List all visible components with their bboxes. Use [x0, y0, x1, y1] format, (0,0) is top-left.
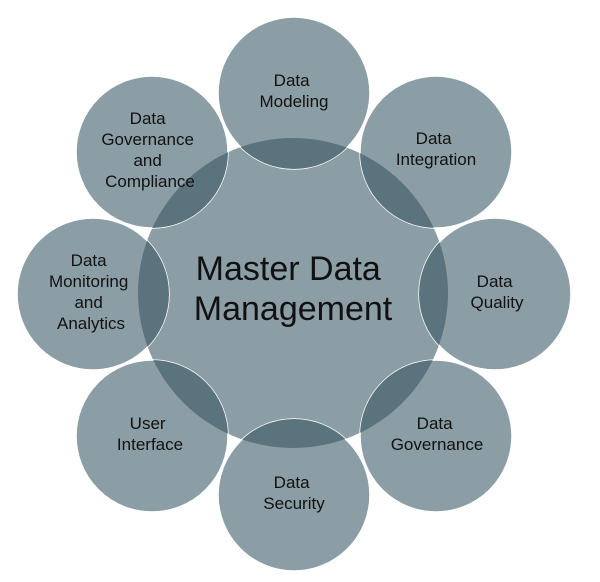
node-label-line: Data [477, 272, 513, 291]
node-label-line: Monitoring [49, 272, 128, 291]
node-label-data-governance-and-compliance: Data Governance and Compliance [101, 109, 198, 191]
center-label-line: Master Data [196, 250, 381, 288]
center-label: Master Data Management [194, 250, 393, 328]
node-label-line: Data [130, 109, 166, 128]
node-label-line: Interface [117, 435, 183, 454]
node-label-line: Quality [471, 293, 524, 312]
node-label-data-monitoring-and-analytics: Data Monitoring and Analytics [49, 251, 133, 333]
center-circle [138, 138, 448, 448]
node-label-line: Data [416, 129, 452, 148]
node-label-data-modeling: Data Modeling [260, 71, 329, 111]
node-label-line: Data [71, 251, 107, 270]
node-label-line: Governance [101, 130, 194, 149]
node-label-data-security: Data Security [263, 473, 325, 513]
node-label-line: Modeling [260, 92, 329, 111]
node-label-line: Integration [396, 150, 476, 169]
node-label-data-quality: Data Quality [471, 272, 524, 312]
node-label-line: Security [263, 494, 325, 513]
node-label-line: Governance [391, 435, 484, 454]
node-label-line: User [130, 414, 166, 433]
node-label-data-integration: Data Integration [396, 129, 476, 169]
node-label-line: Data [274, 71, 310, 90]
node-label-line: and [74, 293, 102, 312]
node-label-user-interface: User Interface [117, 414, 183, 454]
node-label-line: Analytics [57, 314, 125, 333]
node-label-line: Data [417, 414, 453, 433]
node-label-line: Data [274, 473, 310, 492]
node-label-line: Compliance [105, 172, 195, 191]
node-label-data-governance: Data Governance [391, 414, 484, 454]
node-label-line: and [133, 151, 161, 170]
center-label-line: Management [194, 290, 393, 328]
